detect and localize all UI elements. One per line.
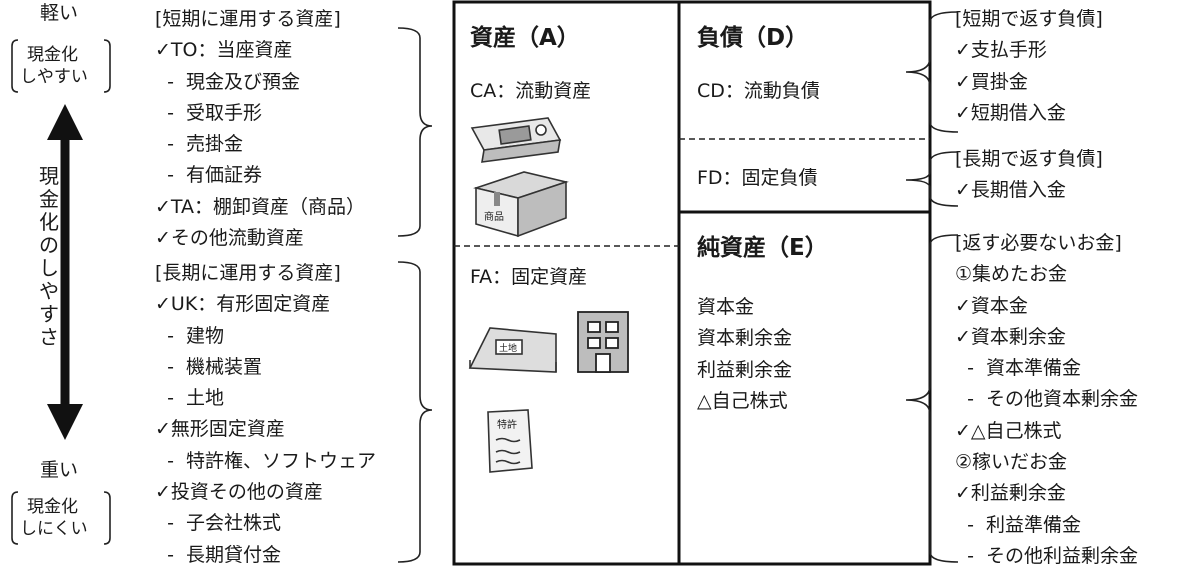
list-item: [長期で返す負債]: [955, 148, 1103, 170]
list-item: - その他資本剰余金: [955, 388, 1139, 411]
list-item: [長期に運用する資産]: [155, 262, 341, 284]
list-item: - 受取手形: [155, 101, 263, 124]
list-item: - 有価証券: [155, 164, 263, 187]
list-item: - 売掛金: [155, 133, 244, 156]
list-item: ✓TO：当座資産: [155, 39, 293, 62]
list-item: ✓支払手形: [955, 39, 1047, 62]
short-term-liabilities-list: [短期で返す負債] ✓支払手形 ✓買掛金 ✓短期借入金: [955, 4, 1103, 129]
list-item: ✓資本剰余金: [955, 325, 1066, 348]
vertical-char: 現: [39, 164, 59, 188]
list-item: - その他利益剰余金: [955, 544, 1139, 567]
bottom-box-left-bracket: [11, 491, 19, 545]
list-item: ✓利益剰余金: [955, 482, 1066, 505]
list-item: - 建物: [155, 324, 225, 347]
bottom-box-line-2: しにくい: [20, 519, 88, 539]
long-term-assets-list: [長期に運用する資産] ✓UK：有形固定資産 - 建物 - 機械装置 - 土地 …: [155, 258, 376, 571]
list-item: ✓投資その他の資産: [155, 481, 323, 504]
current-liabilities-label: CD：流動負債: [697, 80, 820, 102]
vertical-label: 現 金 化 の し や す さ: [36, 165, 62, 349]
bottom-box-line-1: 現金化: [27, 497, 78, 517]
patent-document-icon: 特許: [487, 409, 533, 473]
list-item: 利益剰余金: [697, 358, 793, 381]
list-item: [短期で返す負債]: [955, 8, 1103, 30]
list-item: ①集めたお金: [955, 263, 1068, 286]
equity-detail-list: [返す必要ないお金] ①集めたお金 ✓資本金 ✓資本剰余金 - 資本準備金 - …: [955, 228, 1138, 572]
cash-bundle-icon: [470, 117, 562, 163]
list-item: △自己株式: [697, 389, 788, 412]
building-icon: [577, 311, 629, 373]
list-item: 資本剰余金: [697, 327, 793, 350]
list-item: - 特許権、ソフトウェア: [155, 449, 377, 472]
list-item: [返す必要ないお金]: [955, 232, 1122, 254]
long-assets-brace: [397, 261, 433, 563]
current-assets-label: CA：流動資産: [470, 80, 592, 102]
box-label: 商品: [484, 210, 504, 223]
list-item: - 利益準備金: [955, 513, 1082, 536]
list-item: - 子会社株式: [155, 512, 282, 535]
liabilities-header: 負債（D）: [697, 25, 809, 51]
short-term-assets-list: [短期に運用する資産] ✓TO：当座資産 - 現金及び預金 - 受取手形 - 売…: [155, 4, 365, 254]
lot-label: 土地: [499, 342, 517, 354]
assets-header: 資産（A）: [470, 25, 580, 51]
list-item: ✓買掛金: [955, 70, 1028, 93]
top-box-right-bracket: [103, 39, 111, 93]
list-item: ✓無形固定資産: [155, 418, 285, 441]
top-box-line-1: 現金化: [27, 45, 78, 65]
vertical-char: す: [39, 302, 59, 326]
list-item: ✓UK：有形固定資産: [155, 293, 331, 316]
long-liab-brace: [905, 151, 959, 207]
vertical-char: し: [39, 256, 59, 280]
product-box-icon: 商品: [473, 171, 569, 238]
vertical-char: の: [39, 233, 59, 257]
heavy-label: 重い: [40, 459, 79, 481]
bottom-box-right-bracket: [103, 491, 111, 545]
top-box-line-2: しやすい: [20, 67, 88, 87]
land-lot-icon: 土地: [468, 327, 557, 373]
list-item: - 土地: [155, 387, 225, 410]
long-term-liabilities-list: [長期で返す負債] ✓長期借入金: [955, 144, 1103, 207]
fixed-liabilities-label: FD：固定負債: [697, 167, 818, 189]
list-item: [短期に運用する資産]: [155, 8, 341, 30]
list-item: ✓長期借入金: [955, 179, 1066, 202]
equity-brace: [905, 234, 959, 563]
list-item: - 現金及び預金: [155, 70, 301, 93]
fixed-assets-label: FA：固定資産: [470, 266, 588, 288]
equity-header: 純資産（E）: [697, 235, 828, 261]
vertical-char: さ: [39, 325, 59, 349]
short-liab-brace: [905, 11, 959, 133]
list-item: - 機械装置: [155, 355, 263, 378]
light-label: 軽い: [40, 2, 79, 24]
patent-label: 特許: [497, 418, 517, 431]
equity-items: 資本金 資本剰余金 利益剰余金 △自己株式: [697, 292, 792, 417]
list-item: ✓資本金: [955, 294, 1028, 317]
vertical-char: や: [39, 279, 59, 303]
short-assets-brace: [397, 27, 433, 237]
list-item: - 資本準備金: [955, 357, 1082, 380]
top-box-left-bracket: [11, 39, 19, 93]
list-item: - 長期貸付金: [155, 543, 282, 566]
vertical-char: 金: [39, 187, 59, 211]
list-item: ✓短期借入金: [955, 101, 1066, 124]
list-item: ✓△自己株式: [955, 419, 1062, 442]
list-item: ✓その他流動資産: [155, 227, 304, 250]
list-item: ②稼いだお金: [955, 451, 1068, 474]
liquidity-arrow: [47, 104, 83, 440]
list-item: ✓TA：棚卸資産（商品）: [155, 195, 366, 218]
list-item: 資本金: [697, 296, 755, 318]
balance-sheet-frame: [452, 0, 932, 566]
vertical-char: 化: [39, 210, 59, 234]
